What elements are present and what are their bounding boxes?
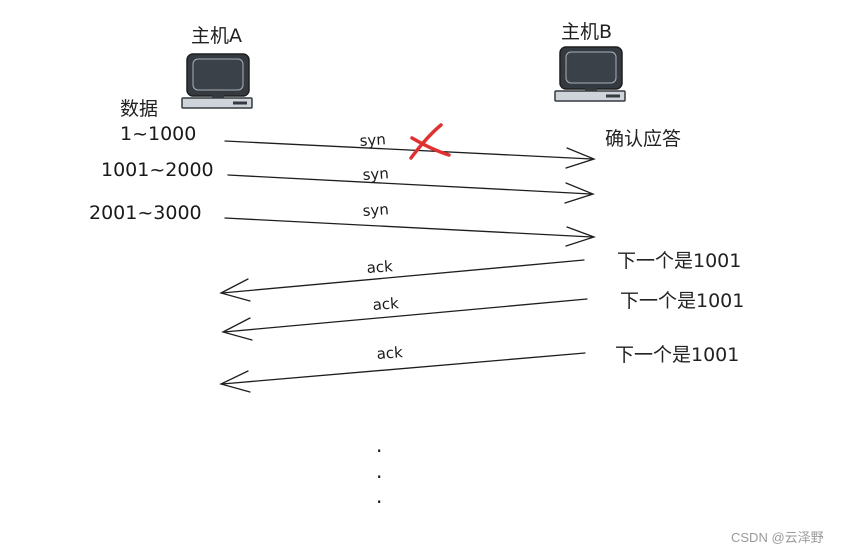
host-a-label: 主机A	[191, 25, 242, 47]
dot-2: .	[376, 459, 382, 483]
segment-range-2: 1001~2000	[101, 159, 214, 181]
ack-reply-2: 下一个是1001	[620, 290, 744, 312]
ack-label-1: ack	[366, 257, 394, 277]
syn-arrow-3	[224, 217, 596, 247]
computer-icon	[181, 53, 253, 109]
ack-label-2: ack	[372, 294, 400, 314]
watermark: CSDN @云泽野	[731, 530, 824, 545]
lost-packet-cross-icon	[409, 123, 451, 160]
ack-arrow-2	[221, 298, 588, 341]
confirm-label: 确认应答	[605, 128, 681, 150]
syn-arrow-2	[227, 174, 595, 204]
ack-arrow-1	[219, 259, 585, 302]
host-a: 主机A	[181, 25, 253, 109]
syn-arrow-1	[224, 140, 596, 169]
continuation-dots: . . .	[376, 433, 382, 508]
syn-label-3: syn	[362, 200, 389, 220]
host-b: 主机B	[554, 21, 626, 102]
ack-reply-1: 下一个是1001	[617, 250, 741, 272]
ack-label-3: ack	[376, 343, 404, 363]
syn-label-2: syn	[362, 164, 389, 184]
dot-3: .	[376, 484, 382, 508]
dot-1: .	[376, 433, 382, 457]
data-label: 数据	[120, 98, 158, 120]
segment-range-1: 1~1000	[120, 123, 196, 145]
ack-arrow-3	[219, 352, 586, 393]
ack-reply-3: 下一个是1001	[615, 344, 739, 366]
syn-label-1: syn	[359, 130, 386, 150]
computer-icon	[554, 46, 626, 102]
segment-range-3: 2001~3000	[89, 202, 202, 224]
host-b-label: 主机B	[561, 21, 612, 43]
